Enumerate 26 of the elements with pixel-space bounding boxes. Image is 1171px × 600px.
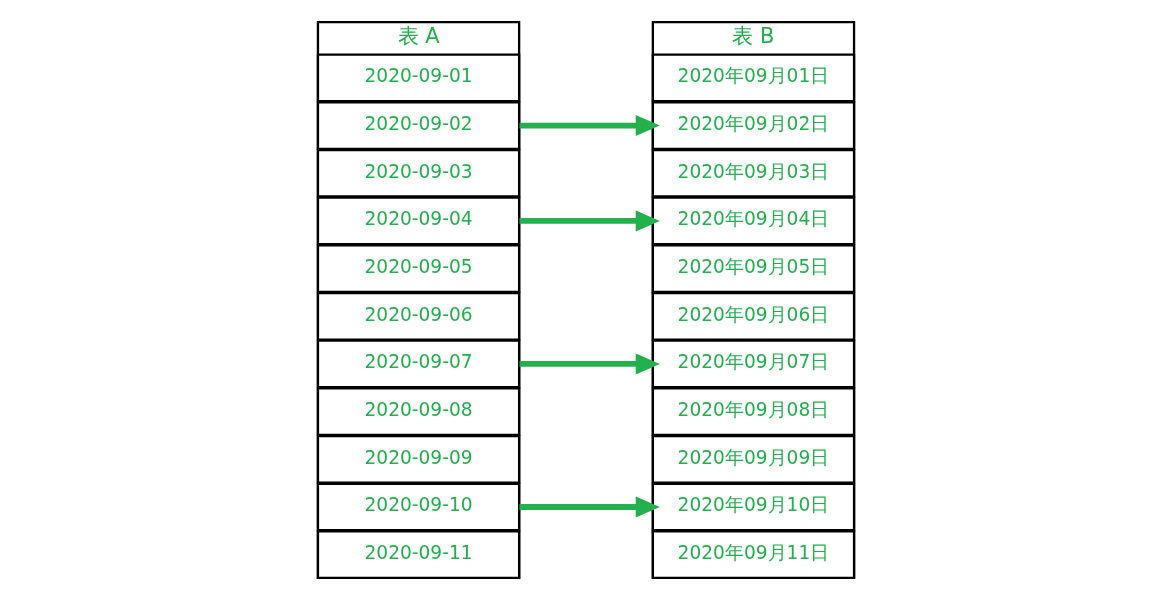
node-box: 2020-09-02 bbox=[316, 101, 520, 150]
node-box: 2020-09-04 bbox=[316, 196, 520, 246]
node-box: 2020年09月04日 bbox=[651, 196, 855, 246]
node-box: 2020-09-08 bbox=[316, 387, 520, 437]
node-box: 2020年09月05日 bbox=[651, 244, 855, 294]
node-box: 2020-09-09 bbox=[316, 434, 520, 484]
arrow bbox=[519, 115, 660, 137]
node-box: 2020-09-07 bbox=[316, 339, 520, 389]
node-box: 2020年09月08日 bbox=[651, 387, 855, 437]
node-box: 2020年09月07日 bbox=[651, 339, 855, 389]
node-box: 2020年09月10日 bbox=[651, 482, 855, 532]
node-box: 2020-09-01 bbox=[316, 53, 520, 103]
node-box: 2020-09-10 bbox=[316, 482, 520, 532]
node-box: 2020-09-11 bbox=[316, 530, 520, 580]
node-box: 2020年09月03日 bbox=[651, 148, 855, 198]
arrow bbox=[519, 496, 660, 518]
node-box: 2020年09月06日 bbox=[651, 291, 855, 341]
node-box: 2020-09-06 bbox=[316, 291, 520, 341]
node-box: 2020-09-03 bbox=[316, 148, 520, 198]
arrow bbox=[519, 353, 660, 375]
node-box: 2020年09月02日 bbox=[651, 101, 855, 150]
node-box: 2020年09月01日 bbox=[651, 53, 855, 103]
node-box: 2020-09-05 bbox=[316, 244, 520, 294]
node-box: 2020年09月11日 bbox=[651, 530, 855, 580]
arrow bbox=[519, 210, 660, 232]
node-box: 2020年09月09日 bbox=[651, 434, 855, 484]
